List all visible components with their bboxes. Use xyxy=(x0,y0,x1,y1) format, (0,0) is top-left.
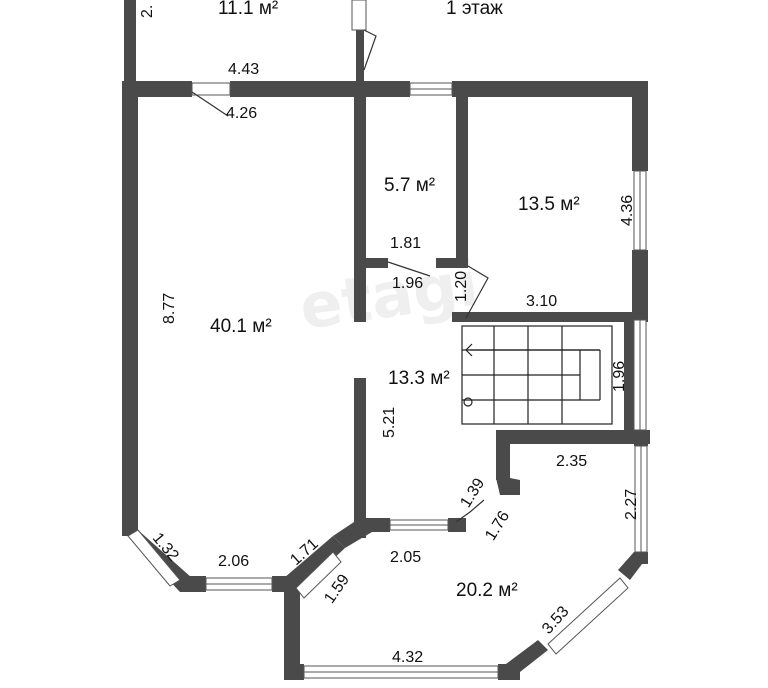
dim-2-27: 2.27 xyxy=(623,489,640,520)
room-area-right: 13.5 м² xyxy=(518,194,580,215)
room-area-living: 40.1 м² xyxy=(210,316,272,337)
dim-4-43: 4.43 xyxy=(228,61,259,78)
dim-4-26: 4.26 xyxy=(226,105,257,122)
dim-2-06: 2.06 xyxy=(218,553,249,570)
dim-1-39: 1.39 xyxy=(457,475,488,511)
dim-5-21: 5.21 xyxy=(381,407,398,438)
room-area-hall: 13.3 м² xyxy=(388,368,450,389)
dim-top-partial: 2. xyxy=(139,5,156,18)
room-area-bottom: 20.2 м² xyxy=(456,580,518,601)
dim-4-32: 4.32 xyxy=(392,649,423,666)
staircase xyxy=(461,325,613,425)
windows xyxy=(127,0,648,679)
floor-label: 1 этаж xyxy=(446,0,503,19)
dim-2-05: 2.05 xyxy=(390,549,421,566)
room-area-top: 11.1 м² xyxy=(218,0,278,19)
dim-1-81: 1.81 xyxy=(390,235,421,252)
dim-1-96-small: 1.96 xyxy=(392,275,423,292)
walls xyxy=(122,0,650,680)
room-area-small: 5.7 м² xyxy=(384,175,435,196)
doors xyxy=(191,29,489,523)
dim-4-36: 4.36 xyxy=(619,195,636,226)
dim-2-35: 2.35 xyxy=(556,453,587,470)
dim-8-77: 8.77 xyxy=(161,293,178,324)
dim-1-20: 1.20 xyxy=(453,271,470,302)
dim-1-96-stair: 1.96 xyxy=(611,361,628,392)
dim-1-76: 1.76 xyxy=(482,508,513,544)
dim-3-10: 3.10 xyxy=(526,293,557,310)
